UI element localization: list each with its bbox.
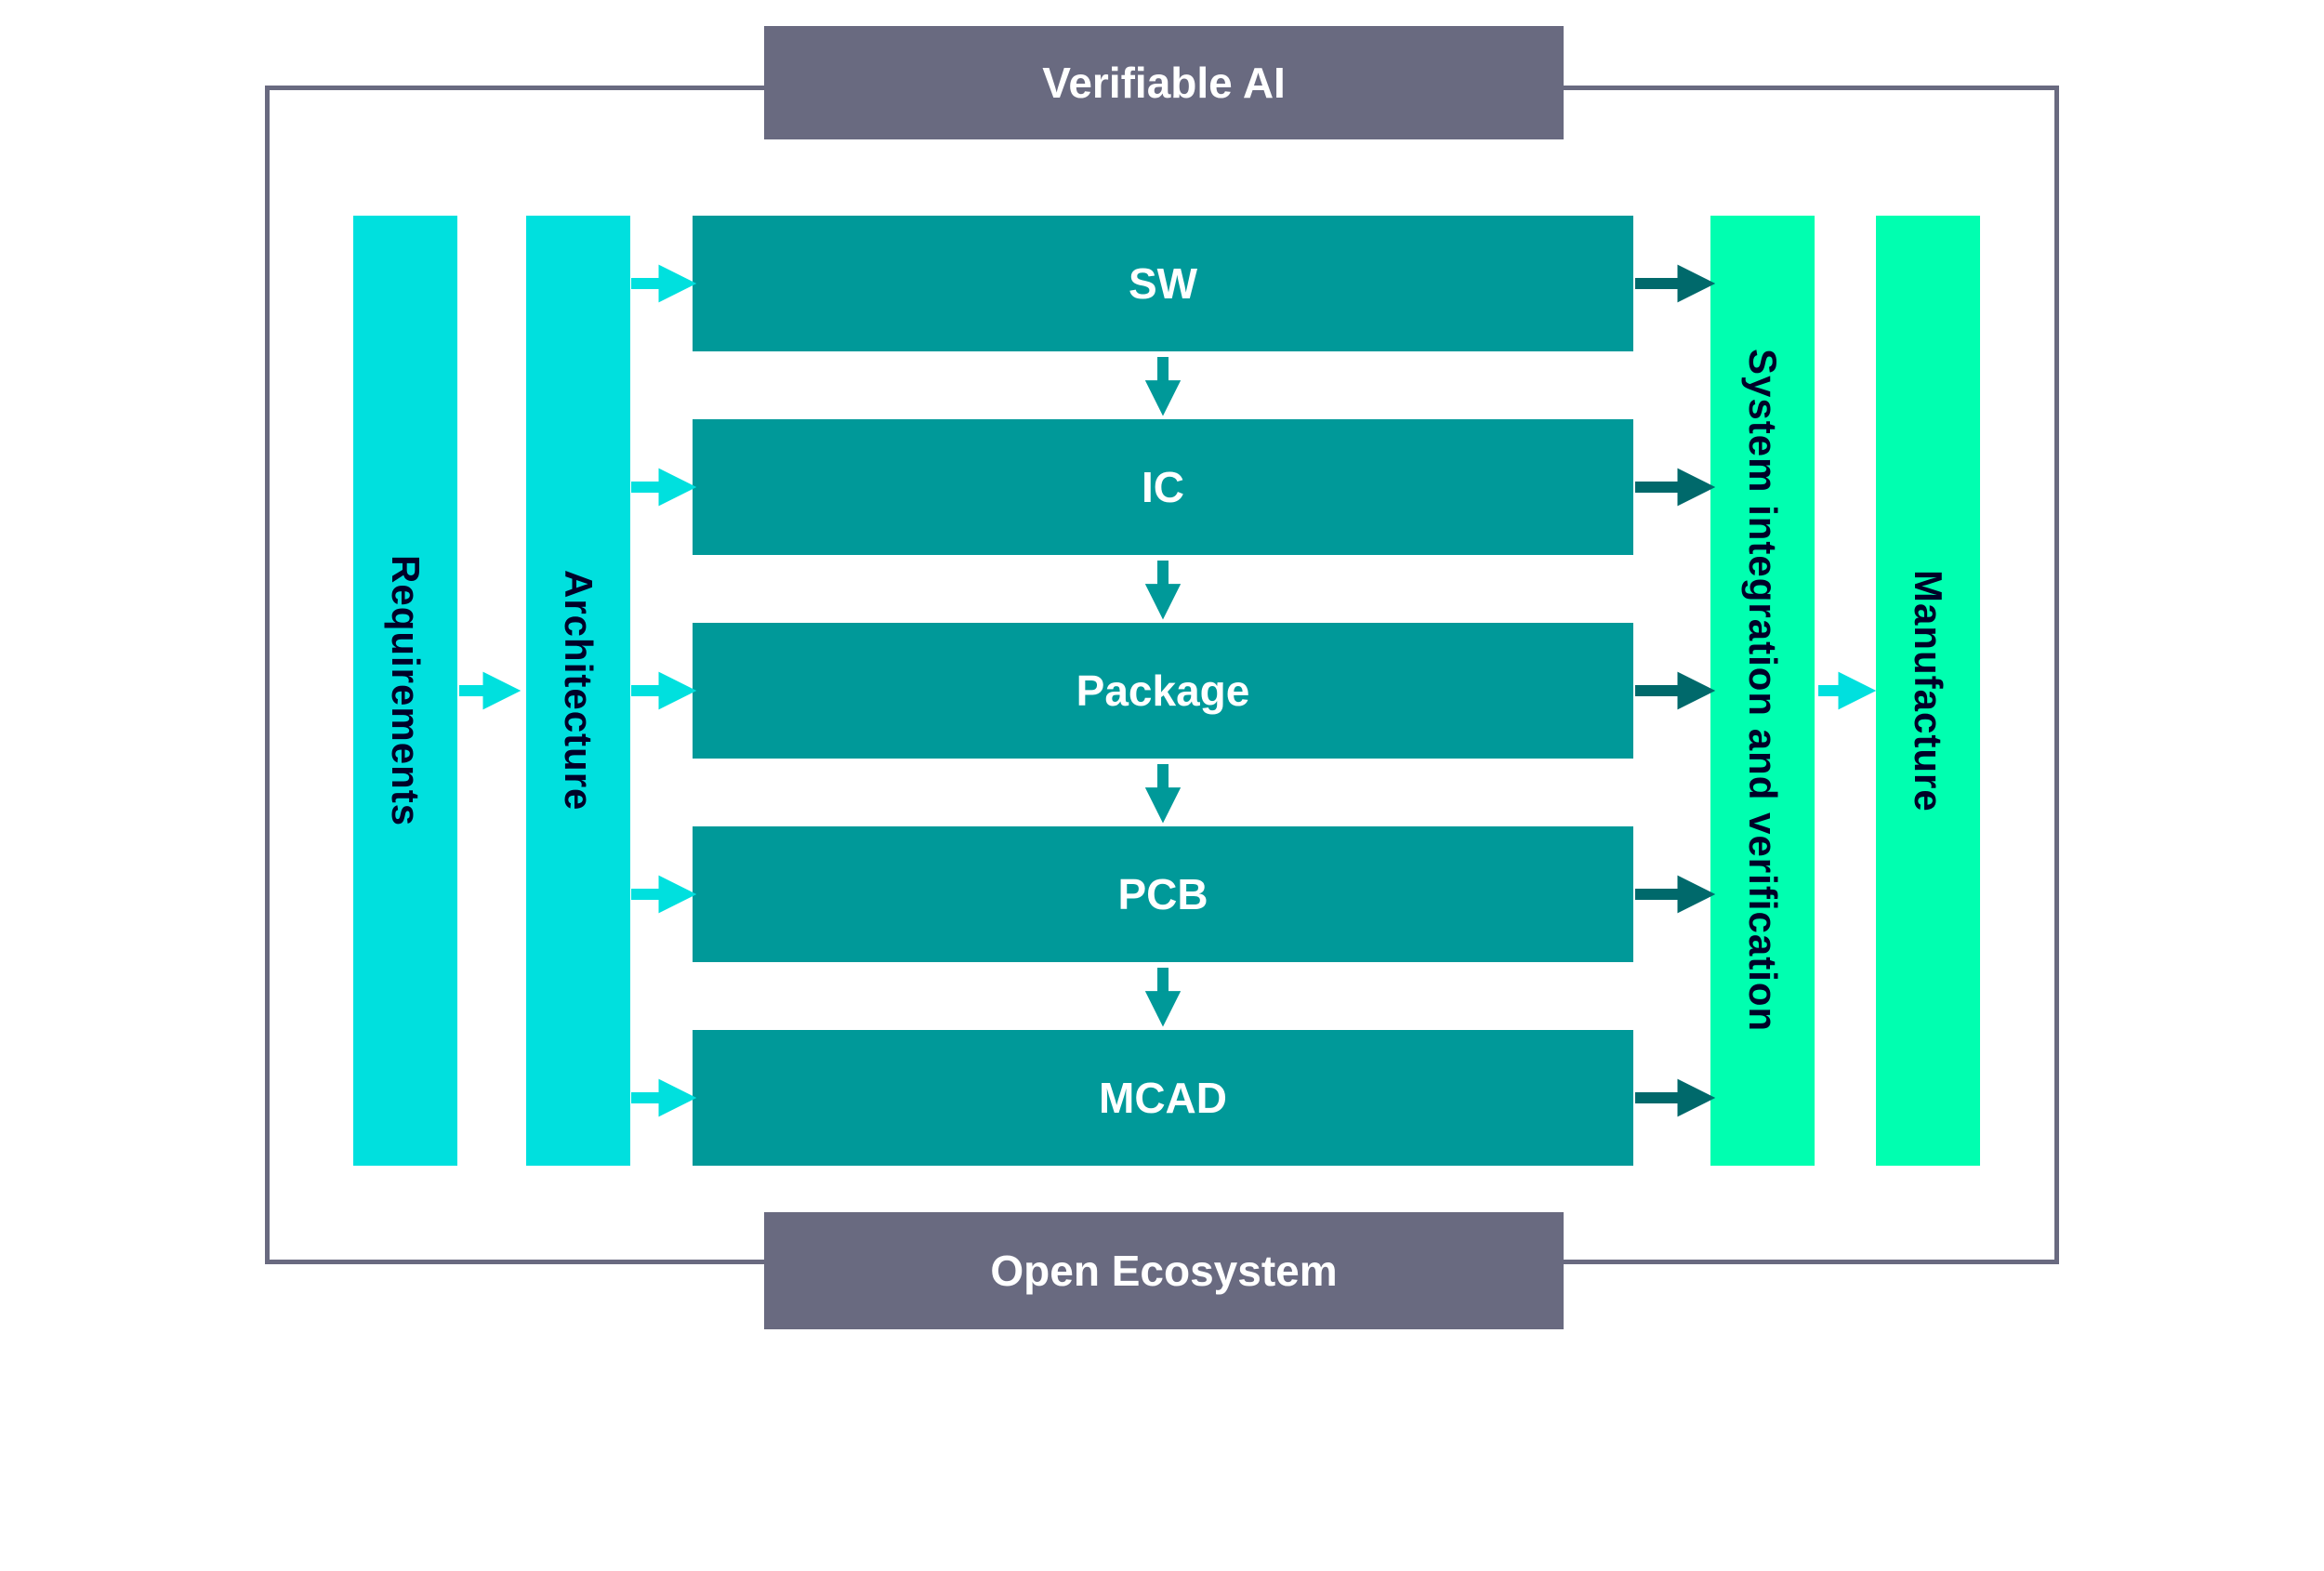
stage-bar-pcb: PCB [693,826,1633,962]
stage-mcad-label: MCAD [1099,1074,1227,1122]
stage-bar-sw: SW [693,216,1633,351]
requirements-bar: Requirements [353,216,457,1166]
system-integration-bar: System integration and verification [1710,216,1815,1166]
architecture-label: Architecture [557,570,601,812]
requirements-label: Requirements [384,554,428,827]
stage-bar-mcad: MCAD [693,1030,1633,1166]
stage-bar-ic: IC [693,419,1633,555]
open-ecosystem-label: Open Ecosystem [990,1247,1338,1295]
stage-pcb-label: PCB [1117,870,1208,918]
manufacture-bar: Manufacture [1876,216,1980,1166]
stage-sw-label: SW [1128,259,1198,308]
stage-package-label: Package [1076,667,1250,715]
verifiable-ai-banner: Verifiable AI [764,26,1564,139]
stage-ic-label: IC [1142,463,1184,511]
architecture-bar: Architecture [526,216,630,1166]
manufacture-label: Manufacture [1907,569,1950,812]
verifiable-ai-label: Verifiable AI [1042,59,1286,107]
system-integration-label: System integration and verification [1741,349,1785,1033]
stage-bar-package: Package [693,623,1633,759]
open-ecosystem-banner: Open Ecosystem [764,1212,1564,1329]
